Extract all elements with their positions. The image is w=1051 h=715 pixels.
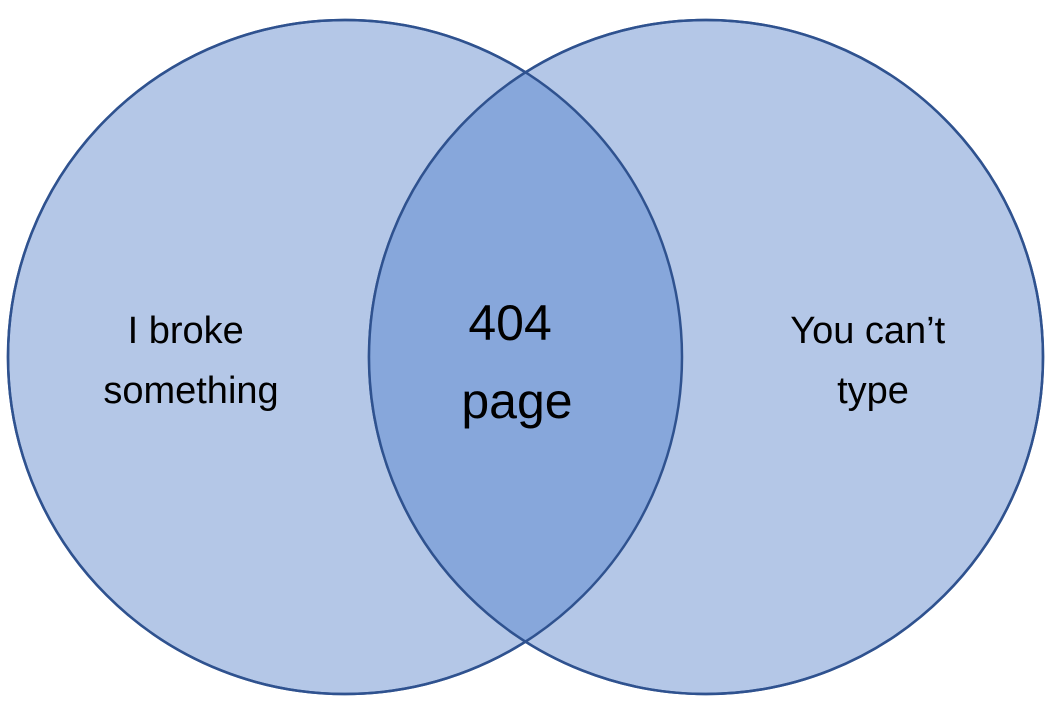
- left-set-outline: [6, 18, 684, 696]
- right-set-label: You can’t type: [790, 310, 956, 412]
- intersection-label-line-2: page: [461, 373, 572, 429]
- left-set-label-line-2: something: [103, 370, 278, 412]
- intersection-label-line-1: 404: [468, 295, 551, 351]
- left-set-label: I broke something: [103, 310, 278, 412]
- right-set-label-line-2: type: [837, 370, 909, 412]
- right-set-outline: [367, 18, 1045, 696]
- intersection-label: 404 page: [461, 295, 572, 429]
- left-set-label-line-1: I broke: [128, 310, 244, 352]
- intersection-region: [369, 20, 682, 694]
- right-set-label-line-1: You can’t: [790, 310, 945, 352]
